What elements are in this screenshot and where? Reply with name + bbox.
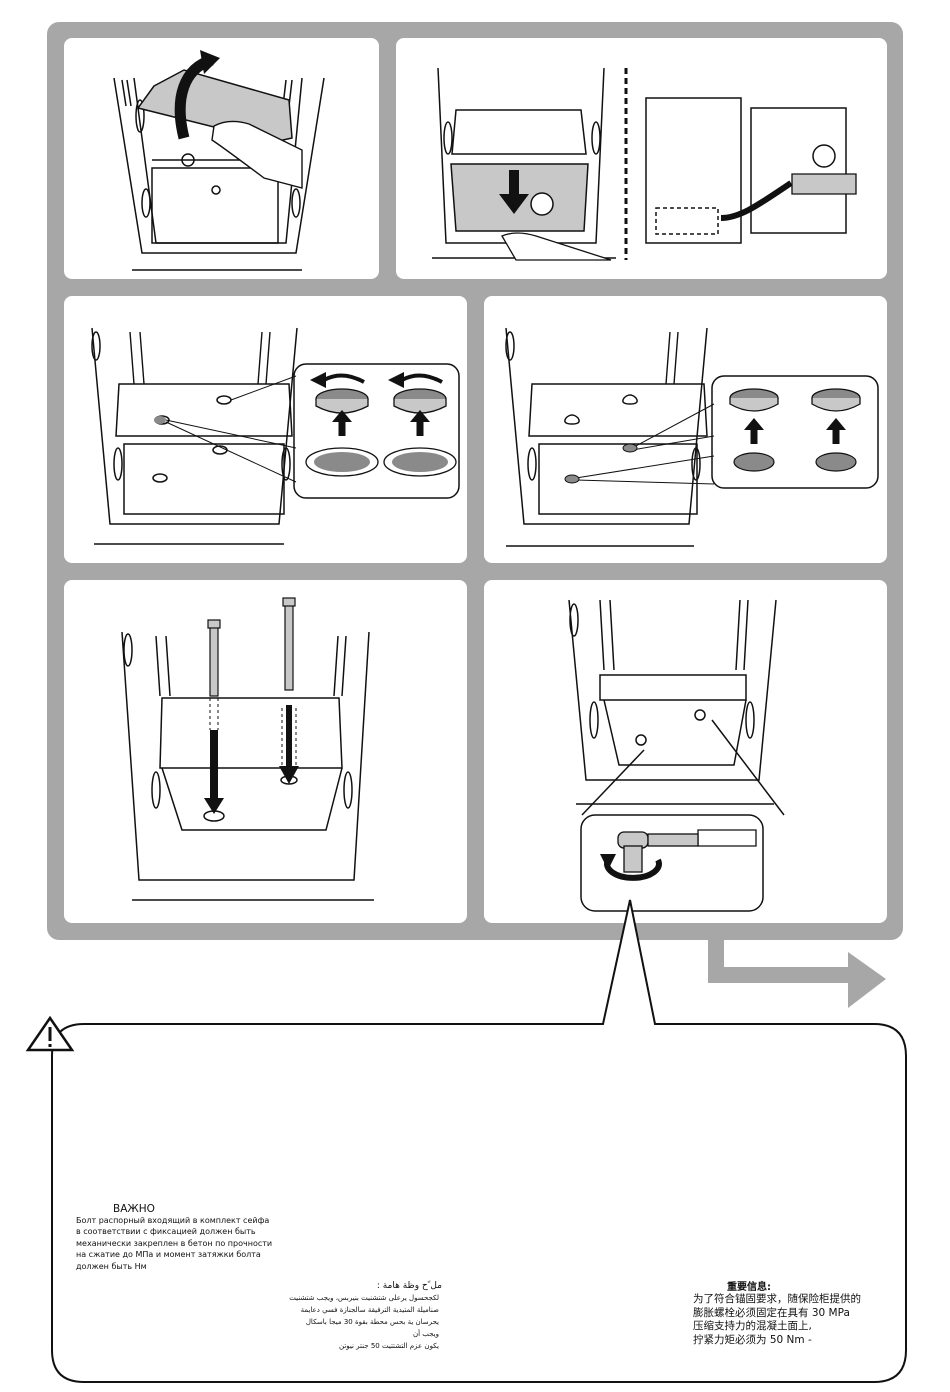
warning-text-zh: 为了符合锚固要求，随保险柜提供的 膨胀螺栓必须固定在具有 30 MPa 压缩支持… — [693, 1293, 861, 1346]
step-6-illustration — [568, 599, 785, 912]
step-2-remove-drawer-panel — [396, 38, 887, 279]
warning-text-ru: Болт распорный входящий в комплект сейфа… — [76, 1216, 273, 1271]
step-2-illustration — [432, 67, 857, 261]
warning-title-zh: 重要信息: — [727, 1282, 771, 1293]
step-1-lift-shelf-panel — [64, 38, 379, 279]
warning-title-ru: ВАЖНО — [113, 1203, 155, 1215]
step-5-insert-bolts-panel — [64, 580, 467, 923]
plug-lift-left — [729, 388, 779, 472]
step-3-illustration — [91, 327, 460, 545]
step-6-tighten-bolts-panel — [484, 580, 887, 923]
warning-title-ar: مل ًح وظة هامة : — [376, 1281, 442, 1291]
step-1-illustration — [113, 50, 325, 271]
next-step-arrow — [708, 940, 855, 983]
step-3-remove-plugs-panel — [64, 296, 467, 563]
step-4-pull-plugs-panel — [484, 296, 887, 563]
step-4-illustration — [505, 327, 879, 547]
warning-triangle-icon — [25, 1015, 75, 1052]
anchor-bolt-right — [279, 597, 299, 784]
plug-rotate-right — [383, 372, 457, 477]
warning-text-ar: لكجحسول يرعلى شتشنيت بنيربس، ويجب شتشنيت… — [289, 1294, 439, 1350]
anchor-bolt-left — [204, 619, 224, 814]
plug-rotate-left — [305, 372, 379, 477]
next-arrow-head-icon — [848, 952, 886, 1008]
step-5-illustration — [121, 597, 374, 901]
plug-lift-right — [811, 388, 861, 472]
